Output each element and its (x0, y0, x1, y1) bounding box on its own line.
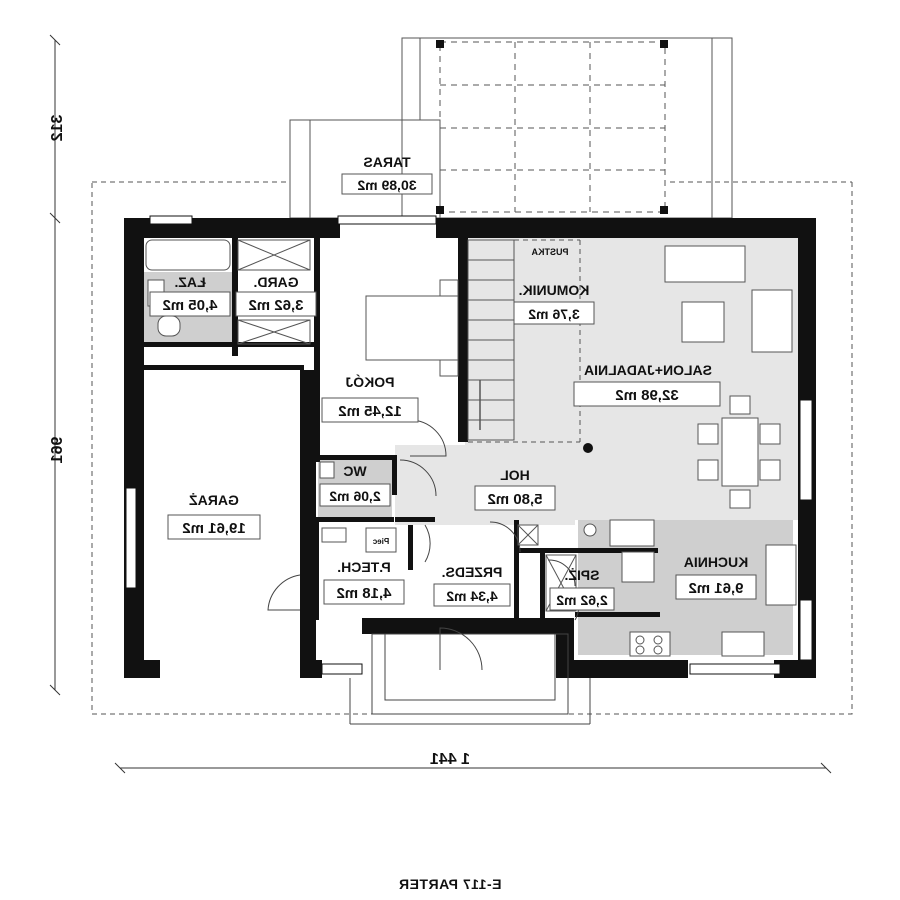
kitchen-sink (721, 631, 765, 657)
kitchen-counter (621, 551, 655, 583)
furniture (145, 239, 797, 657)
room-name-wc: WC (343, 463, 366, 479)
room-area-salon: 32,98 m2 (615, 387, 678, 404)
coffee-table (681, 301, 725, 343)
dining-table (721, 417, 759, 487)
room-name-hol: HOL (500, 467, 530, 483)
wardrobe-marks (237, 239, 577, 612)
room-area-ptech: 4,18 m2 (336, 585, 391, 602)
room-name-przedsionek: PRZEDS. (442, 564, 503, 580)
room-name-ptech: P.TECH. (337, 559, 390, 575)
room-labels: TARAS 30,89 m2 ŁAZ. 4,05 m2 GARD. 3,62 m… (149, 154, 757, 611)
room-name-pokoj: POKÓJ (345, 373, 394, 390)
room-area-taras: 30,89 m2 (357, 177, 416, 193)
sofa (664, 245, 746, 283)
armchair (751, 289, 793, 353)
room-name-komunikacja: KOMUNIK. (519, 282, 590, 298)
room-name-garderoba: GARD. (253, 274, 298, 290)
pergola-posts (436, 40, 668, 214)
fixture-label-piec: Piec (372, 537, 389, 546)
bedside-table (439, 279, 459, 297)
room-area-garderoba: 3,62 m2 (248, 297, 303, 314)
room-area-pokoj: 12,45 m2 (338, 403, 401, 420)
room-name-salon: SALON+JADALNIA (584, 362, 712, 378)
bedside-table-2 (439, 359, 459, 377)
doors (267, 419, 579, 671)
room-area-przedsionek: 4,34 m2 (446, 588, 498, 604)
room-name-spizarnia: SPIŻ. (564, 567, 599, 583)
fixture-label-pustka: PUSTKA (531, 247, 569, 257)
dimension-depth-terrace: 312 (49, 115, 66, 142)
room-name-garaz: GARAŻ (189, 492, 239, 508)
room-area-wc: 2,06 m2 (329, 488, 381, 504)
room-area-kuchnia: 9,61 m2 (688, 580, 743, 597)
windows (125, 215, 813, 675)
bed (365, 295, 459, 361)
wc-bowl (319, 461, 335, 479)
boiler (365, 527, 397, 553)
fridge (609, 519, 655, 547)
room-name-lazienka: ŁAZ. (174, 274, 205, 290)
partitions (144, 236, 660, 620)
room-area-komunikacja: 3,76 m2 (528, 306, 580, 322)
tech-sink (321, 527, 347, 543)
room-area-garaz: 19,61 m2 (182, 520, 245, 537)
dimension-width: 1 441 (430, 751, 470, 768)
staircase (467, 239, 515, 441)
room-name-kuchnia: KUCHNIA (684, 554, 749, 570)
entrance-porch (349, 633, 591, 725)
room-area-spizarnia: 2,62 m2 (556, 592, 608, 608)
plan-caption: E-117 PARTER (398, 876, 502, 892)
toilet (157, 315, 181, 337)
hob (629, 631, 671, 657)
room-area-hol: 5,80 m2 (487, 491, 542, 508)
room-area-lazienka: 4,05 m2 (162, 297, 217, 314)
pergola-beams (439, 41, 666, 213)
void-outline (468, 239, 581, 443)
kitchen-island (765, 544, 797, 606)
bathtub (145, 239, 231, 271)
dimension-lines (49, 34, 832, 774)
column-marker (583, 443, 593, 453)
walls (124, 218, 816, 678)
dimension-depth-total: 961 (49, 437, 66, 464)
hall-floor (395, 445, 575, 525)
room-name-taras: TARAS (363, 154, 410, 170)
